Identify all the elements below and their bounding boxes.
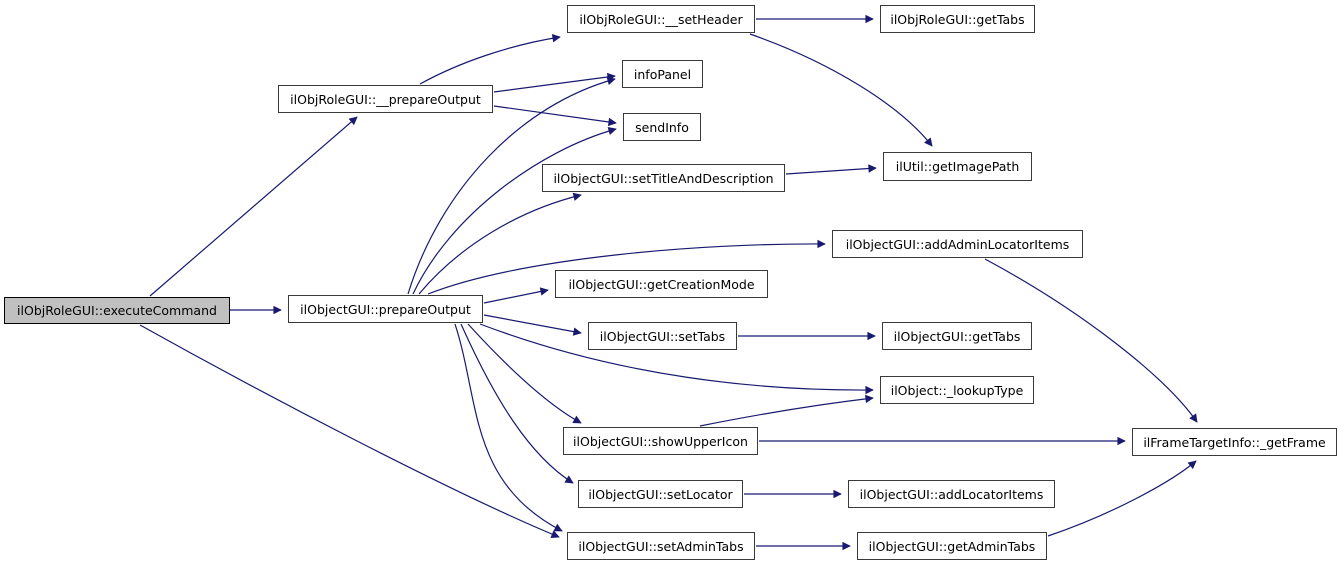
- graph-node-addLocatorItems[interactable]: ilObjectGUI::addLocatorItems: [848, 480, 1055, 508]
- graph-node-getAdminTabs[interactable]: ilObjectGUI::getAdminTabs: [857, 532, 1047, 560]
- graph-node-setHeader[interactable]: ilObjRoleGUI::__setHeader: [567, 5, 755, 33]
- edge-getAdminTabs-to-getFrame: [1047, 460, 1197, 537]
- edge-prepareOutput-to-setAdminTabs: [454, 323, 563, 532]
- graph-node-executeCommand: ilObjRoleGUI::executeCommand: [4, 297, 230, 324]
- graph-node-getFrame[interactable]: ilFrameTargetInfo::_getFrame: [1132, 428, 1337, 456]
- edge-rolePrepareOutput-to-sendInfo: [493, 105, 617, 127]
- edge-prepareOutput-to-getCreationMode: [483, 287, 549, 304]
- graph-node-sendInfo[interactable]: sendInfo: [623, 113, 701, 141]
- graph-node-prepareOutput[interactable]: ilObjectGUI::prepareOutput: [288, 295, 483, 323]
- edge-rolePrepareOutput-to-infoPanel: [493, 72, 616, 93]
- graph-node-roleGetTabs[interactable]: ilObjRoleGUI::getTabs: [880, 5, 1035, 33]
- edge-rolePrepareOutput-to-setHeader: [419, 34, 561, 85]
- graph-node-infoPanel[interactable]: infoPanel: [622, 60, 703, 88]
- graph-node-addAdminLocatorItems[interactable]: ilObjectGUI::addAdminLocatorItems: [832, 230, 1083, 258]
- graph-node-setLocator[interactable]: ilObjectGUI::setLocator: [578, 480, 743, 508]
- edge-setHeader-to-getImagePath: [749, 33, 933, 147]
- graph-node-getCreationMode[interactable]: ilObjectGUI::getCreationMode: [555, 270, 768, 298]
- edge-prepareOutput-to-setTabs: [483, 314, 582, 336]
- graph-node-lookupType[interactable]: ilObject::_lookupType: [880, 376, 1034, 404]
- edge-prepareOutput-to-showUpperIcon: [467, 323, 582, 424]
- graph-node-objGetTabs[interactable]: ilObjectGUI::getTabs: [882, 322, 1032, 350]
- graph-node-getImagePath[interactable]: ilUtil::getImagePath: [883, 152, 1032, 181]
- edge-prepareOutput-to-addAdminLocatorItems: [427, 239, 826, 295]
- graph-node-setAdminTabs[interactable]: ilObjectGUI::setAdminTabs: [567, 532, 755, 560]
- graph-node-rolePrepareOutput[interactable]: ilObjRoleGUI::__prepareOutput: [278, 85, 493, 113]
- edge-group: [139, 14, 1198, 551]
- edge-addAdminLocatorItems-to-getFrame: [984, 258, 1198, 423]
- edge-setTitleAndDescription-to-getImagePath: [785, 164, 877, 175]
- edge-prepareOutput-to-setTitleAndDescription: [418, 192, 582, 295]
- graph-node-showUpperIcon[interactable]: ilObjectGUI::showUpperIcon: [563, 427, 758, 455]
- graph-node-setTabs[interactable]: ilObjectGUI::setTabs: [588, 322, 737, 350]
- edge-prepareOutput-to-setLocator: [460, 323, 574, 484]
- graph-node-setTitleAndDescription[interactable]: ilObjectGUI::setTitleAndDescription: [542, 164, 785, 192]
- edge-prepareOutput-to-lookupType: [479, 323, 874, 395]
- edge-executeCommand-to-setAdminTabs: [139, 324, 560, 538]
- edge-prepareOutput-to-sendInfo: [412, 126, 617, 295]
- edge-executeCommand-to-rolePrepareOutput: [149, 116, 358, 297]
- edge-showUpperIcon-to-lookupType: [699, 394, 874, 427]
- edge-prepareOutput-to-infoPanel: [407, 76, 616, 295]
